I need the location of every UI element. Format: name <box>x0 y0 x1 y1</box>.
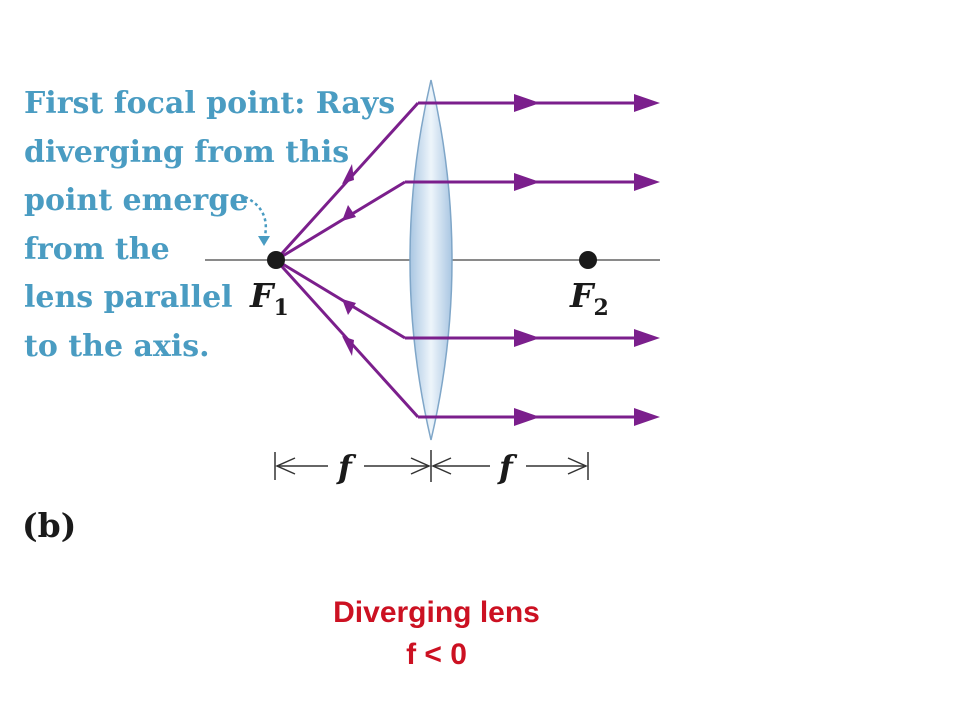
caption: Diverging lens f < 0 <box>0 592 873 676</box>
dim-arrow-right-2 <box>567 457 588 475</box>
incident-ray-2 <box>275 180 406 262</box>
f2-sub: 2 <box>593 295 608 321</box>
callout-line-1: First focal point: Rays <box>24 86 396 121</box>
incident-ray-3 <box>275 258 406 340</box>
f2-main: F <box>569 276 596 315</box>
callout-line-2: diverging from this <box>24 134 350 170</box>
f1-label: F1 <box>249 276 289 321</box>
f2-label: F2 <box>569 276 609 321</box>
focal-length-dimension <box>274 450 589 482</box>
dim-arrow-left-1 <box>275 457 296 475</box>
caption-line-1: Diverging lens <box>333 596 540 629</box>
arrowhead-r3a <box>514 329 540 347</box>
arrowhead-r3b <box>634 329 660 347</box>
dim-label-left: f <box>336 448 357 486</box>
dim-arrow-right-1 <box>431 457 452 475</box>
dim-label-right: f <box>497 448 518 486</box>
panel-label: (b) <box>22 506 77 545</box>
focal-point-callout: First focal point: Rays diverging from t… <box>24 80 395 371</box>
callout-pointer-head <box>258 236 270 246</box>
f1-main: F <box>249 276 276 315</box>
callout-pointer <box>244 195 268 241</box>
arrowhead-down-2 <box>342 336 354 356</box>
callout-line-3: point emerge <box>24 183 249 218</box>
ray-arrowheads <box>342 94 660 426</box>
arrowhead-r4b <box>634 408 660 426</box>
arrowhead-r2b <box>634 173 660 191</box>
callout-line-6: to the axis. <box>24 328 210 364</box>
callout-line-4: from the <box>24 231 170 267</box>
caption-line-2: f < 0 <box>406 638 467 671</box>
arrowhead-r4a <box>514 408 540 426</box>
arrowhead-up-1 <box>342 164 354 184</box>
arrowhead-r1b <box>634 94 660 112</box>
f1-sub: 1 <box>273 295 288 321</box>
focal-point-f2 <box>579 251 597 269</box>
arrowhead-r2a <box>514 173 540 191</box>
focal-point-f1 <box>267 251 285 269</box>
arrowhead-up-2 <box>342 205 356 221</box>
arrowhead-down-1 <box>342 299 356 315</box>
dim-arrow-left-2 <box>410 457 431 475</box>
callout-line-5: lens parallel <box>24 280 233 315</box>
arrowhead-r1a <box>514 94 540 112</box>
lens <box>409 79 453 441</box>
